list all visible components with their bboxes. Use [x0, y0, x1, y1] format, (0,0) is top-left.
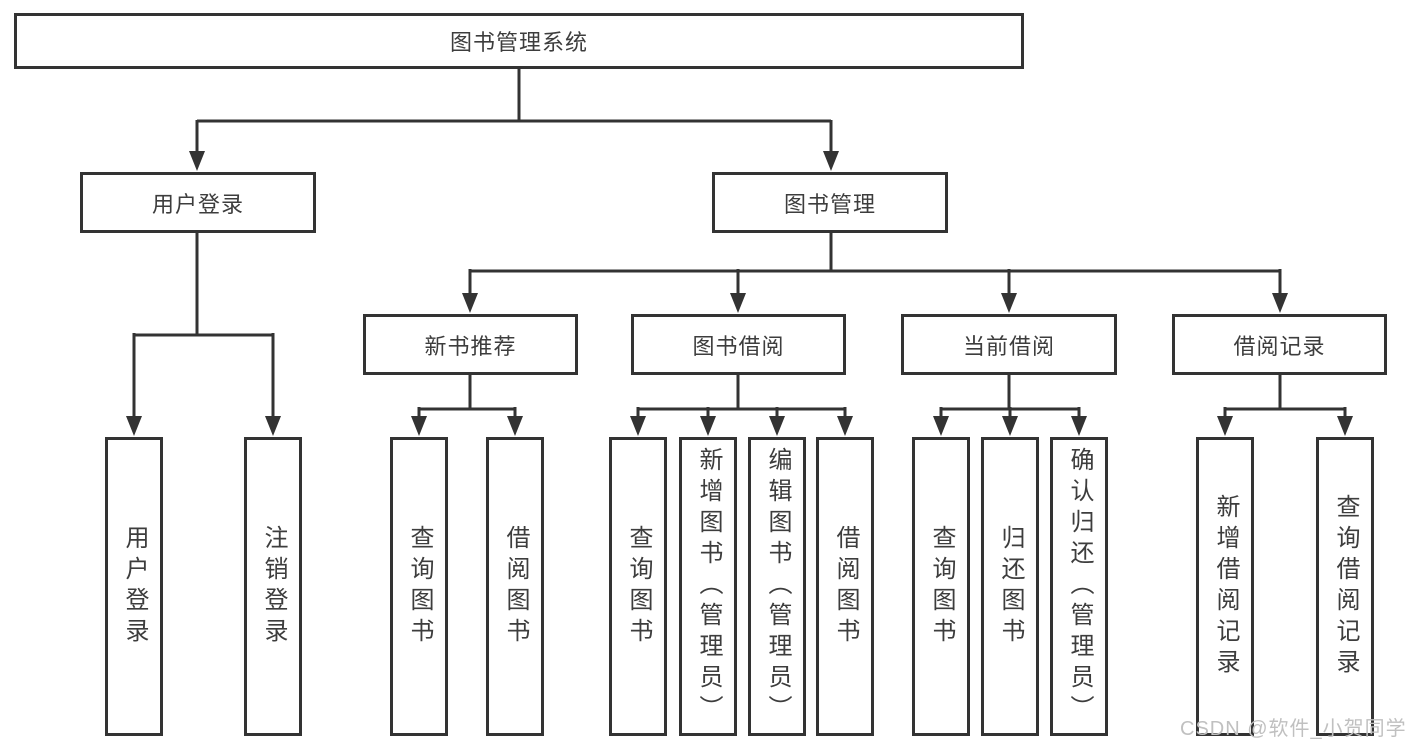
leaf-user-login: 用户登录 [105, 437, 163, 736]
leaf-query-borrow-record: 查询借阅记录 [1316, 437, 1374, 736]
node-book-management: 图书管理 [712, 172, 948, 233]
arrowhead-icons [126, 151, 1353, 436]
node-current-borrowing: 当前借阅 [901, 314, 1117, 375]
watermark: CSDN @软件_小贺同学 [1180, 718, 1405, 740]
node-book-borrowing: 图书借阅 [631, 314, 846, 375]
node-root: 图书管理系统 [14, 13, 1024, 69]
leaf-add-borrow-record: 新增借阅记录 [1196, 437, 1254, 736]
leaf-borrow-books-recommend: 借阅图书 [486, 437, 544, 736]
node-user-login: 用户登录 [80, 172, 316, 233]
leaf-edit-books-admin: 编辑图书（管理员） [748, 437, 806, 736]
leaf-borrow-books: 借阅图书 [816, 437, 874, 736]
leaf-add-books-admin: 新增图书（管理员） [679, 437, 737, 736]
leaf-query-books-borrow: 查询图书 [609, 437, 667, 736]
leaf-query-books-recommend: 查询图书 [390, 437, 448, 736]
leaf-logout: 注销登录 [244, 437, 302, 736]
node-new-book-recommend: 新书推荐 [363, 314, 578, 375]
leaf-confirm-return-admin: 确认归还（管理员） [1050, 437, 1108, 736]
leaf-query-books-current: 查询图书 [912, 437, 970, 736]
node-borrow-records: 借阅记录 [1172, 314, 1387, 375]
leaf-return-books: 归还图书 [981, 437, 1039, 736]
